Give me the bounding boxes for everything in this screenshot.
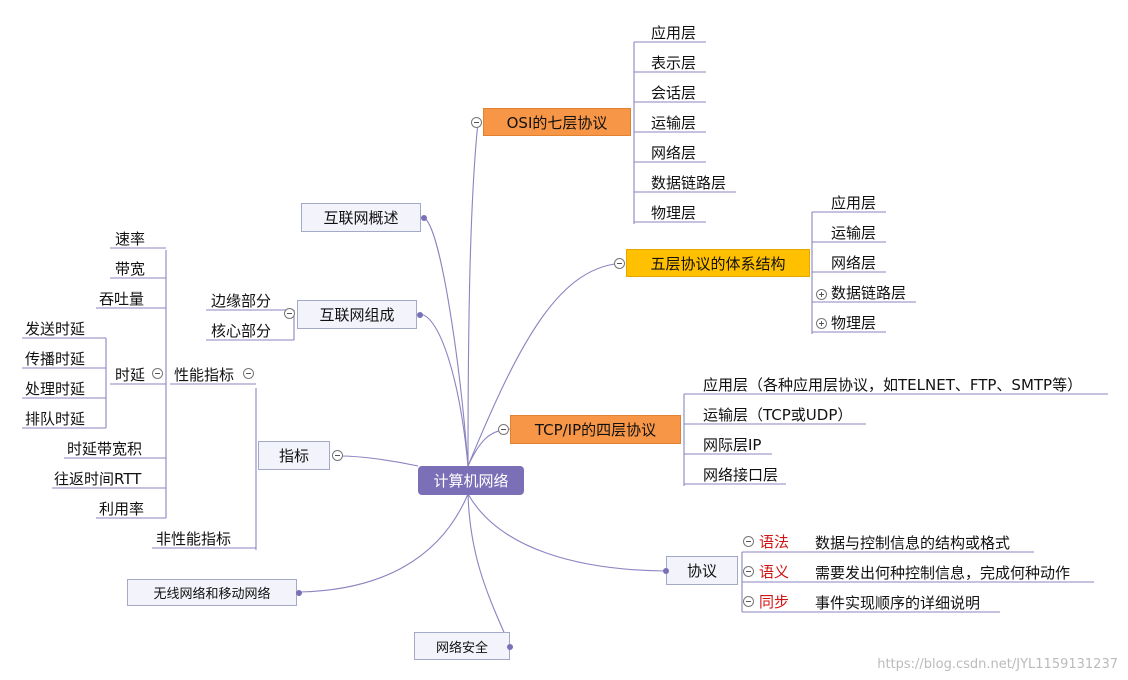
tcpip-layer-internet: 网际层IP xyxy=(703,436,762,454)
metric-rtt: 往返时间RTT xyxy=(54,470,142,488)
protocol-semantics: 语义 xyxy=(759,563,790,581)
tcpip-four-layer-node[interactable]: TCP/IP的四层协议 xyxy=(510,415,681,444)
composition-collapse-toggle[interactable] xyxy=(284,308,295,319)
protocol-syntax: 语法 xyxy=(759,533,790,551)
timing-collapse-toggle[interactable] xyxy=(743,596,754,607)
tcpip-collapse-toggle[interactable] xyxy=(498,424,509,435)
protocol-semantics-desc: 需要发出何种控制信息，完成何种动作 xyxy=(815,564,1071,582)
metric-bandwidth: 带宽 xyxy=(115,260,146,278)
network-security-node[interactable]: 网络安全 xyxy=(414,632,510,660)
tcpip-layer-transport: 运输层（TCP或UDP） xyxy=(703,406,853,424)
internet-composition-node[interactable]: 互联网组成 xyxy=(297,300,417,329)
overview-connector-dot xyxy=(421,215,427,221)
edge-part: 边缘部分 xyxy=(211,292,272,310)
osi-layer-application: 应用层 xyxy=(651,24,697,42)
performance-metrics: 性能指标 xyxy=(174,366,235,384)
metric-rate: 速率 xyxy=(115,230,146,248)
five-layer-transport: 运输层 xyxy=(831,224,877,242)
five-layer-physical: 物理层 xyxy=(831,314,877,332)
osi-layer-transport: 运输层 xyxy=(651,114,697,132)
performance-collapse-toggle[interactable] xyxy=(243,368,254,379)
syntax-collapse-toggle[interactable] xyxy=(743,536,754,547)
osi-collapse-toggle[interactable] xyxy=(471,117,482,128)
metric-delay-bandwidth-product: 时延带宽积 xyxy=(67,440,143,458)
metrics-collapse-toggle[interactable] xyxy=(332,450,343,461)
delay-collapse-toggle[interactable] xyxy=(152,368,163,379)
protocol-connector-dot xyxy=(663,568,669,574)
watermark: https://blog.csdn.net/JYL1159131237 xyxy=(877,657,1118,672)
protocol-syntax-desc: 数据与控制信息的结构或格式 xyxy=(815,534,1011,552)
five-layer-datalink: 数据链路层 xyxy=(831,284,907,302)
five-layer-application: 应用层 xyxy=(831,194,877,212)
metric-delay: 时延 xyxy=(115,366,146,384)
metrics-node[interactable]: 指标 xyxy=(258,441,330,470)
security-connector-dot xyxy=(507,644,513,650)
protocol-node[interactable]: 协议 xyxy=(666,556,738,585)
osi-layer-network: 网络层 xyxy=(651,144,697,162)
core-part: 核心部分 xyxy=(211,322,272,340)
five-layer-network: 网络层 xyxy=(831,254,877,272)
osi-layer-physical: 物理层 xyxy=(651,204,697,222)
delay-processing: 处理时延 xyxy=(25,380,86,398)
five-layer-node[interactable]: 五层协议的体系结构 xyxy=(626,249,810,277)
tcpip-layer-network-interface: 网络接口层 xyxy=(703,466,779,484)
physical-expand-toggle[interactable] xyxy=(816,318,827,329)
datalink-expand-toggle[interactable] xyxy=(816,289,827,300)
osi-seven-layer-node[interactable]: OSI的七层协议 xyxy=(483,108,631,136)
five-layer-collapse-toggle[interactable] xyxy=(614,258,625,269)
protocol-timing: 同步 xyxy=(759,593,790,611)
wireless-mobile-node[interactable]: 无线网络和移动网络 xyxy=(127,579,297,606)
protocol-timing-desc: 事件实现顺序的详细说明 xyxy=(815,594,981,612)
delay-queuing: 排队时延 xyxy=(25,410,86,428)
osi-layer-presentation: 表示层 xyxy=(651,54,697,72)
wireless-connector-dot xyxy=(296,590,302,596)
tcpip-layer-application: 应用层（各种应用层协议，如TELNET、FTP、SMTP等） xyxy=(703,376,1083,394)
metric-throughput: 吞吐量 xyxy=(99,290,145,308)
delay-propagation: 传播时延 xyxy=(25,350,86,368)
delay-transmission: 发送时延 xyxy=(25,320,86,338)
internet-overview-node[interactable]: 互联网概述 xyxy=(301,203,421,232)
semantics-collapse-toggle[interactable] xyxy=(743,566,754,577)
metric-utilization: 利用率 xyxy=(99,500,145,518)
root-node[interactable]: 计算机网络 xyxy=(418,466,524,495)
osi-layer-datalink: 数据链路层 xyxy=(651,174,727,192)
non-performance-metrics: 非性能指标 xyxy=(156,530,232,548)
osi-layer-session: 会话层 xyxy=(651,84,697,102)
composition-connector-dot xyxy=(417,312,423,318)
